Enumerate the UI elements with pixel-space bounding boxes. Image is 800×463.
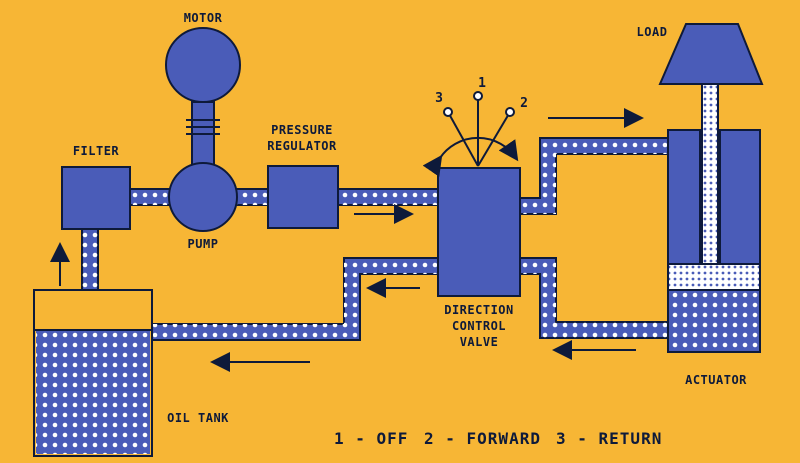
pump — [168, 162, 238, 232]
valve-position-1: 1 — [478, 76, 486, 91]
direction-control-valve — [437, 167, 521, 297]
pump-label: PUMP — [188, 237, 219, 251]
legend-return: 3 - RETURN — [556, 429, 662, 448]
legend-off: 1 - OFF — [334, 429, 408, 448]
valve-label-3: VALVE — [460, 335, 499, 349]
motor-label: MOTOR — [184, 11, 223, 25]
load-label: LOAD — [637, 25, 668, 39]
flow-arrows — [50, 108, 644, 372]
filter-label: FILTER — [73, 144, 120, 158]
actuator — [667, 83, 761, 353]
pipes — [81, 101, 669, 341]
load — [658, 23, 764, 85]
pressure-regulator-label-2: REGULATOR — [267, 139, 337, 153]
valve-label-1: DIRECTION — [444, 303, 514, 317]
pressure-regulator — [267, 165, 339, 229]
valve-selector-icon — [422, 91, 519, 177]
valve-label-2: CONTROL — [452, 319, 506, 333]
legend-forward: 2 - FORWARD — [424, 429, 541, 448]
pipe-motor-pump — [191, 101, 215, 171]
valve-position-3: 3 — [435, 91, 443, 106]
filter — [61, 166, 131, 230]
valve-position-2: 2 — [520, 96, 528, 111]
oil-tank — [33, 289, 153, 457]
oil-tank-label: OIL TANK — [167, 411, 229, 425]
motor — [165, 27, 241, 135]
pressure-regulator-label-1: PRESSURE — [271, 123, 333, 137]
actuator-label: ACTUATOR — [685, 373, 747, 387]
